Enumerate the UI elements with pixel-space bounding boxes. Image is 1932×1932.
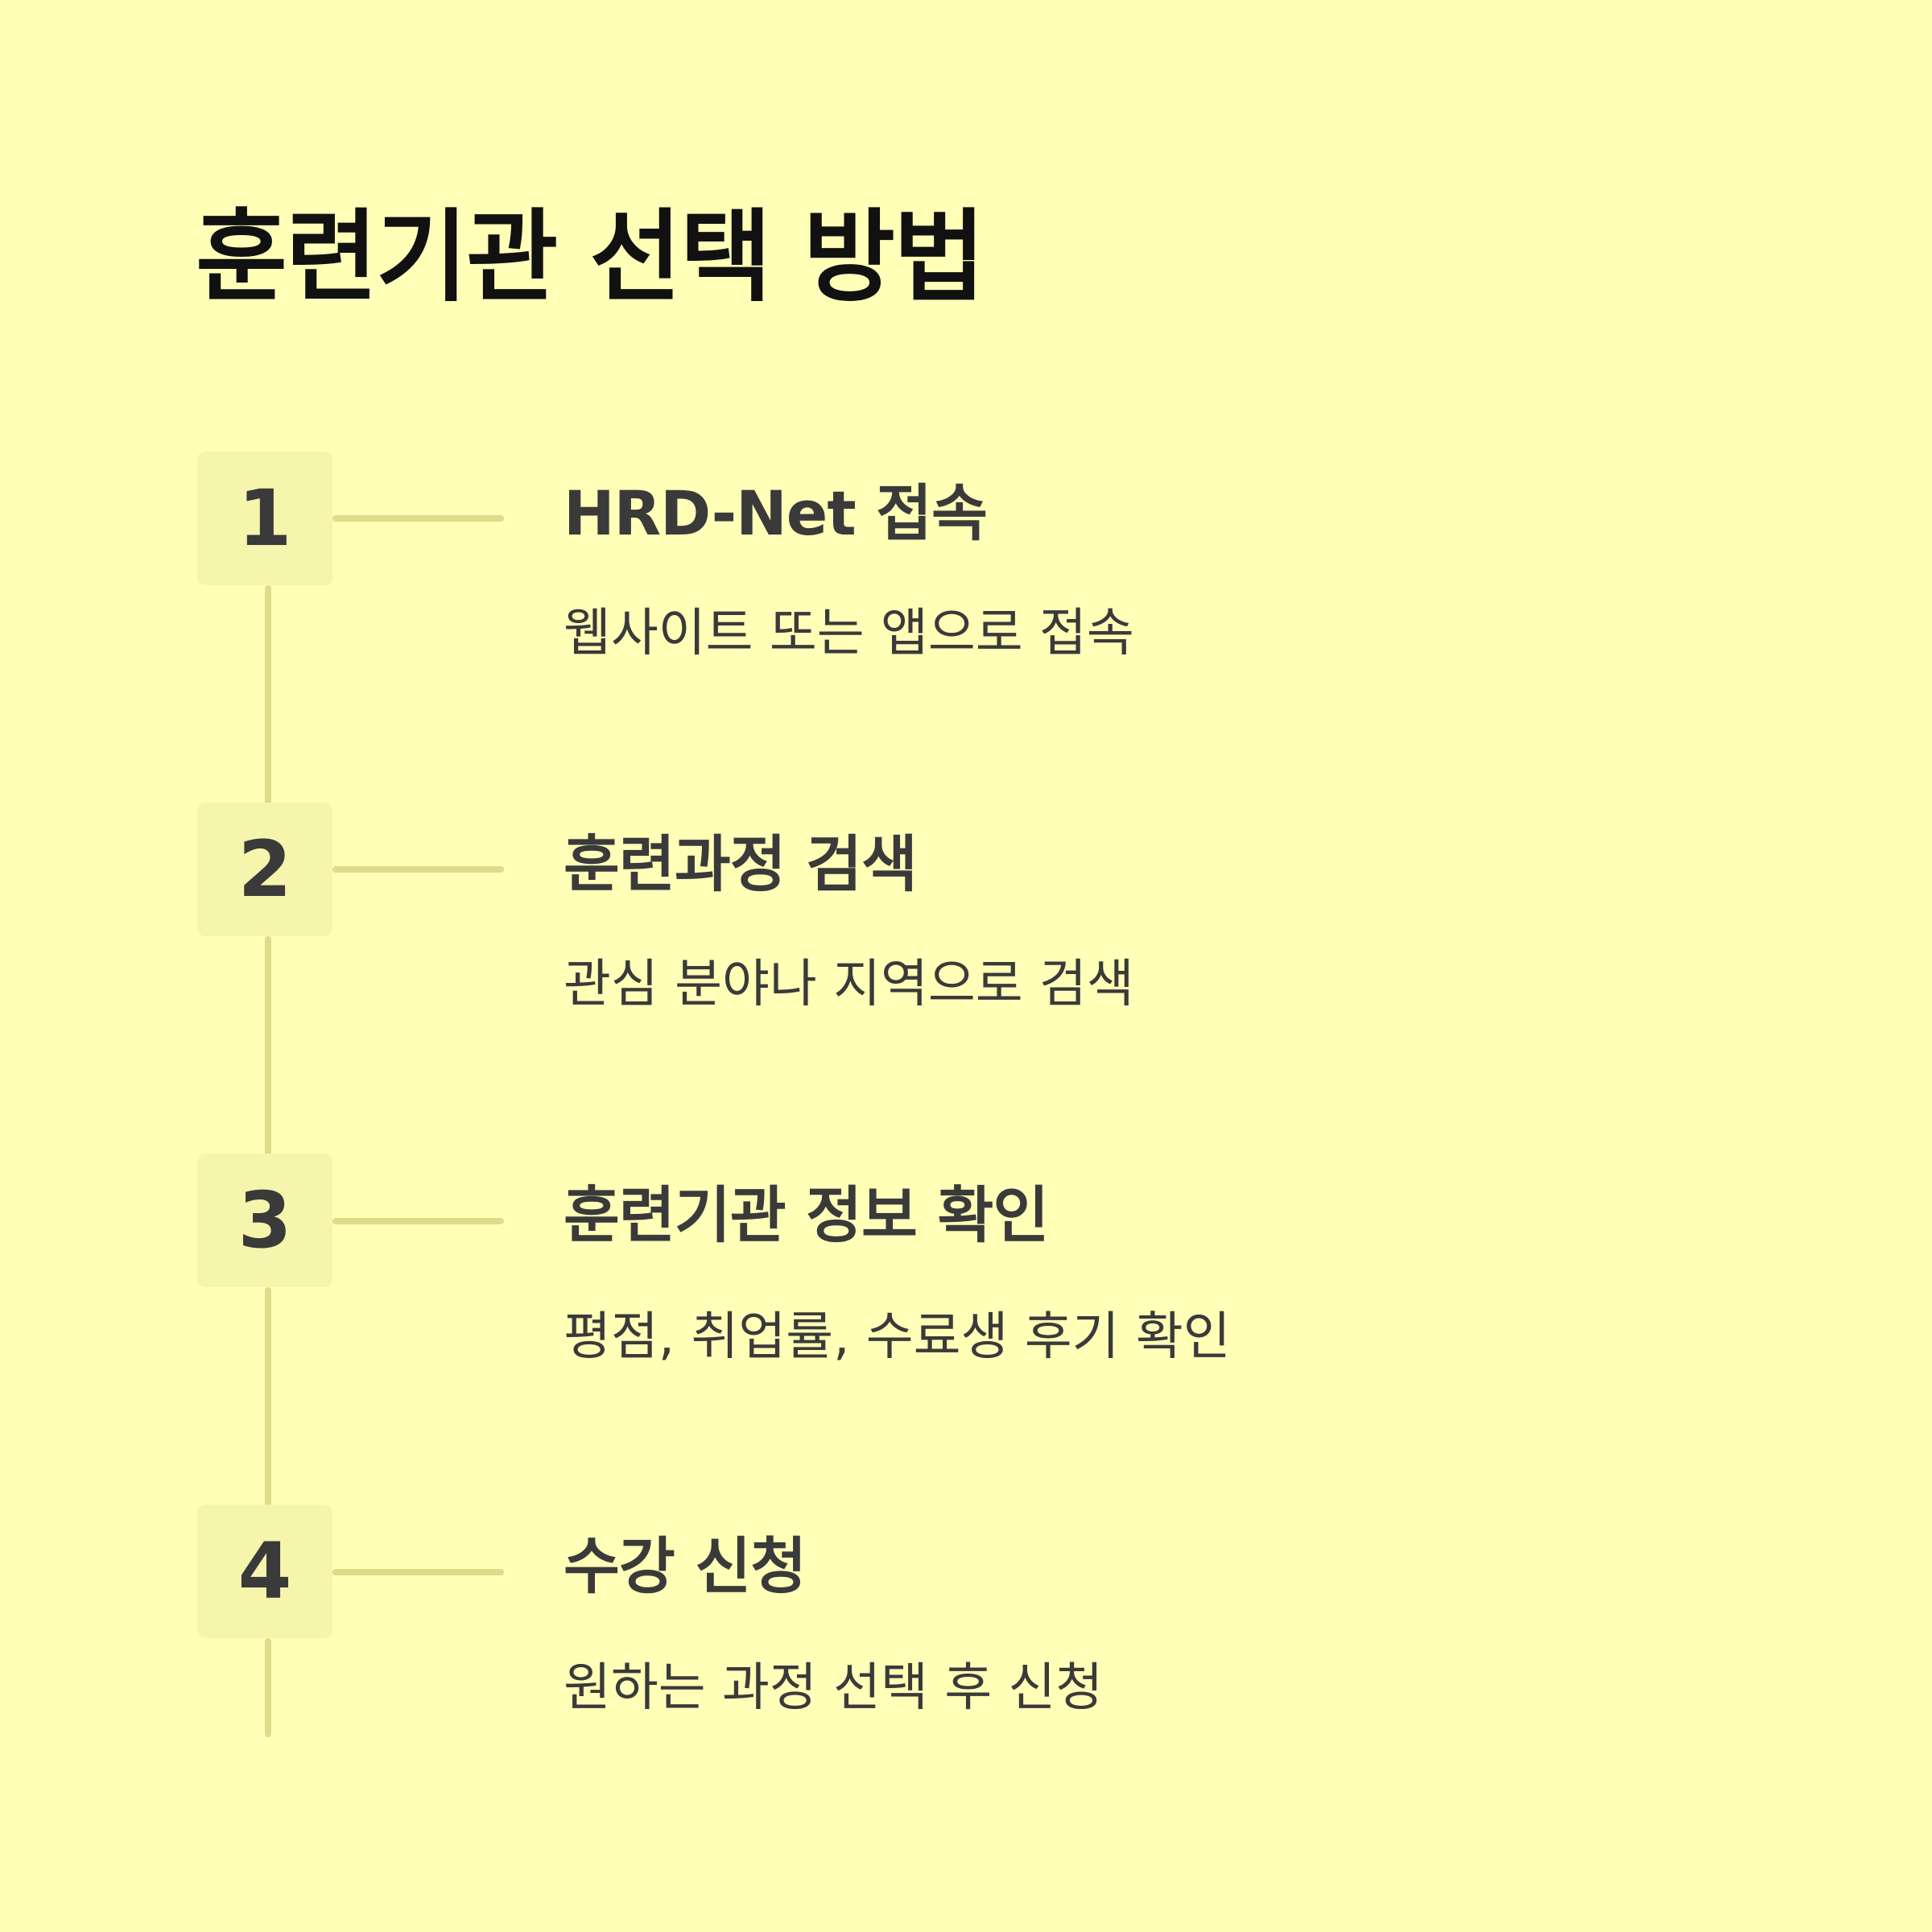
- timeline-line-segment-4: [265, 1638, 271, 1737]
- page-title: 훈련기관 선택 방법: [196, 200, 985, 316]
- step-title: 수강 신청: [564, 1530, 807, 1602]
- step-connector: [332, 1569, 504, 1575]
- step-connector: [332, 866, 504, 873]
- step-title: 훈련기관 정보 확인: [564, 1179, 1049, 1251]
- step-number: 3: [237, 1175, 292, 1265]
- step-number-badge: 4: [197, 1505, 332, 1638]
- step-description: 웹사이트 또는 앱으로 접속: [564, 604, 1134, 663]
- step-number-badge: 2: [197, 803, 332, 936]
- step-description: 원하는 과정 선택 후 신청: [564, 1658, 1104, 1718]
- step-number: 2: [237, 824, 292, 914]
- timeline-line-segment-1: [265, 585, 271, 807]
- step-connector: [332, 1218, 504, 1224]
- step-title: 훈련과정 검색: [564, 828, 918, 900]
- step-number-badge: 3: [197, 1154, 332, 1287]
- step-number: 1: [237, 473, 292, 564]
- step-title: HRD-Net 접속: [564, 477, 988, 549]
- step-description: 평점, 취업률, 수료생 후기 확인: [564, 1307, 1231, 1367]
- step-number: 4: [237, 1526, 292, 1616]
- step-description: 관심 분야나 지역으로 검색: [564, 955, 1134, 1014]
- timeline-line-segment-2: [265, 936, 271, 1158]
- timeline-line-segment-3: [265, 1287, 271, 1509]
- step-connector: [332, 515, 504, 522]
- step-number-badge: 1: [197, 452, 332, 585]
